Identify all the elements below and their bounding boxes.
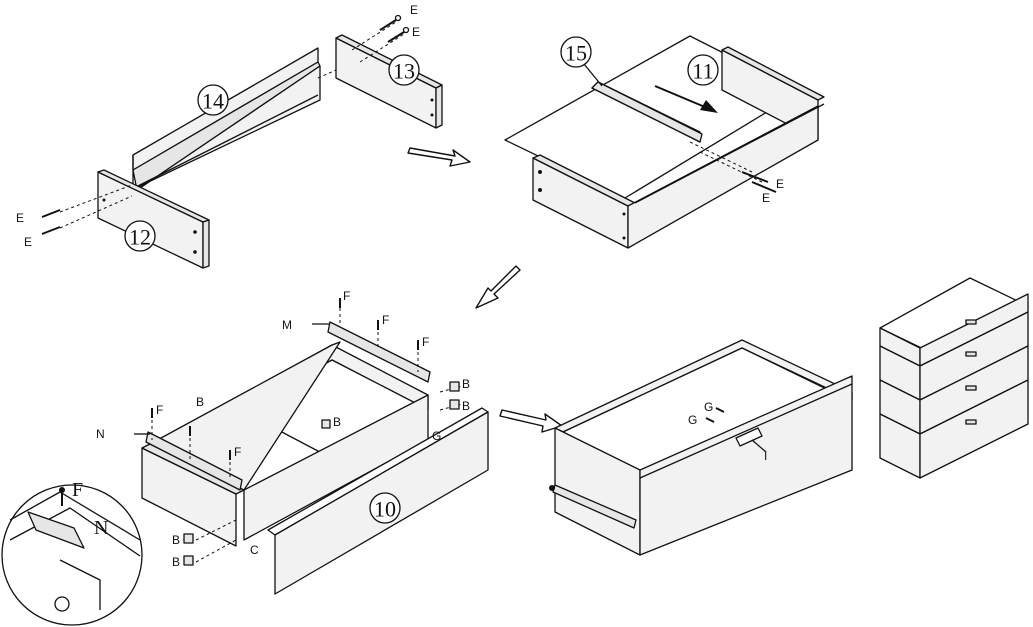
panel-13 xyxy=(335,34,443,129)
hardware-label-b: B xyxy=(333,415,341,429)
detail-label-f: F xyxy=(72,479,83,501)
stacked-drawer xyxy=(879,277,1029,367)
panel-14 xyxy=(132,47,321,191)
hardware-label-f: F xyxy=(234,445,241,459)
part-number-12: 12 xyxy=(129,225,151,250)
detail-label-n: N xyxy=(94,517,108,539)
hardware-label-e: E xyxy=(24,235,32,249)
hardware-label-e: E xyxy=(776,177,784,191)
hardware-label-n: N xyxy=(96,427,105,441)
step-2-bottom-panel: E E 15 11 xyxy=(504,35,825,249)
hardware-label-i: I xyxy=(764,449,767,463)
dowel-b-icon xyxy=(183,381,460,566)
hardware-label-g: G xyxy=(688,413,697,427)
screw-e-icon xyxy=(41,14,410,235)
step-3-drawer-assembly: F F F F F M N B B B B B B C G 10 xyxy=(96,289,489,595)
part-number-10: 10 xyxy=(374,497,396,522)
hardware-label-e: E xyxy=(16,211,24,225)
step-5-drawer-stack xyxy=(879,277,1029,479)
hardware-label-f: F xyxy=(343,289,350,303)
part-number-13: 13 xyxy=(393,59,415,84)
detail-zoom-slide-n: F N xyxy=(1,479,143,626)
hardware-label-e: E xyxy=(762,191,770,205)
hardware-label-m: M xyxy=(282,318,292,332)
hardware-label-c: C xyxy=(250,543,259,557)
hardware-label-e: E xyxy=(410,3,418,17)
hardware-label-b: B xyxy=(172,555,180,569)
step-arrow-icon xyxy=(499,409,563,433)
screw-f-icon xyxy=(151,298,419,460)
step-4-finished-drawer: G G I xyxy=(549,339,853,556)
step-arrow-icon xyxy=(475,265,521,309)
hardware-label-g: G xyxy=(432,429,441,443)
step-arrow-icon xyxy=(407,147,471,167)
part-number-15: 15 xyxy=(565,41,587,66)
step-1-exploded-frame: E E E E 14 13 12 xyxy=(16,3,443,269)
hardware-label-b: B xyxy=(172,533,180,547)
hardware-label-f: F xyxy=(422,335,429,349)
hardware-label-b: B xyxy=(196,395,204,409)
hardware-label-b: B xyxy=(462,377,470,391)
part-number-11: 11 xyxy=(692,59,713,84)
part-number-14: 14 xyxy=(202,89,224,114)
hardware-label-f: F xyxy=(382,313,389,327)
hardware-label-e: E xyxy=(412,25,420,39)
hardware-label-b: B xyxy=(462,399,470,413)
hardware-label-f: F xyxy=(156,403,163,417)
hardware-label-g: G xyxy=(704,400,713,414)
panel-12 xyxy=(97,169,210,269)
